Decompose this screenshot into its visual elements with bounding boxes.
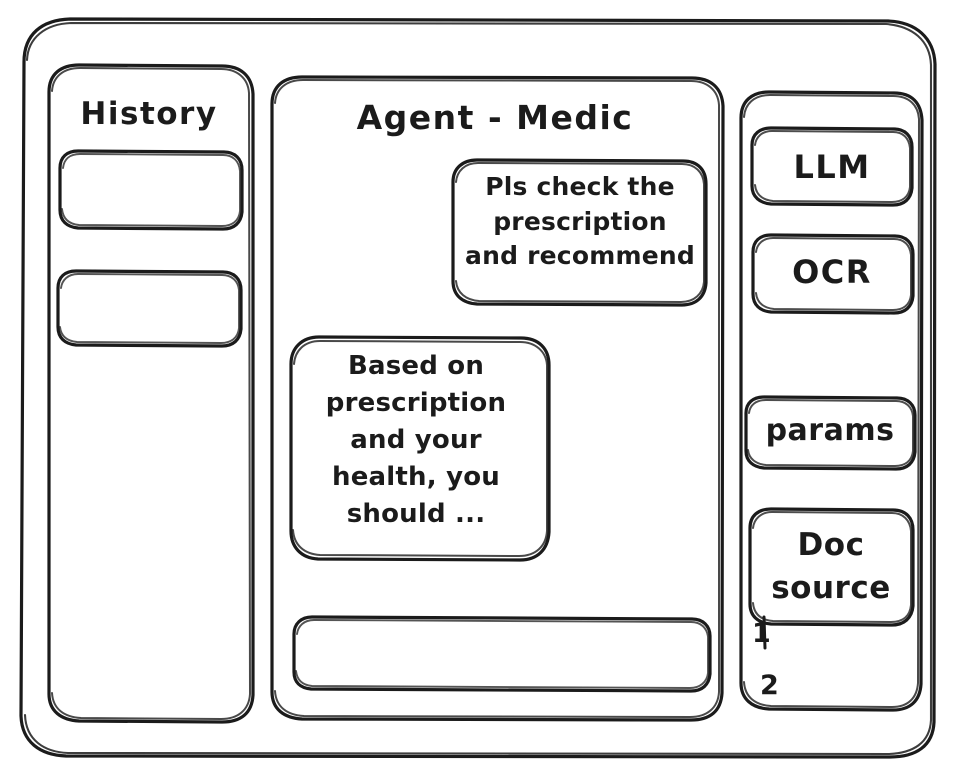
tool-doc-source-label: Doc source — [771, 527, 891, 606]
tool-ocr-label: OCR — [792, 253, 872, 291]
tool-llm-label: LLM — [793, 148, 871, 186]
history-panel-title: History — [80, 96, 218, 132]
history-item-1[interactable] — [58, 149, 244, 231]
doc-source-marker-1: 1 — [752, 618, 772, 649]
agent-panel-title: Agent - Medic — [356, 98, 634, 137]
doc-source-connector — [762, 615, 767, 650]
tool-ocr[interactable] — [751, 233, 915, 315]
agent-panel — [270, 75, 725, 722]
user-message-text: Pls check the prescription and recommend — [465, 172, 695, 270]
doc-source-marker-2: 2 — [760, 670, 780, 701]
agent-message-text: Based on prescription and your health, y… — [325, 351, 507, 529]
agent-message-bubble — [289, 335, 551, 562]
app-window-frame — [19, 17, 937, 759]
tool-params[interactable] — [744, 395, 917, 471]
tools-panel — [739, 90, 924, 712]
history-item-2[interactable] — [56, 269, 243, 348]
message-input[interactable] — [292, 615, 712, 693]
tool-llm[interactable] — [750, 126, 914, 207]
history-panel — [47, 63, 255, 724]
tool-params-label: params — [765, 413, 895, 448]
tool-doc-source[interactable] — [748, 507, 915, 627]
user-message-bubble — [451, 158, 708, 307]
